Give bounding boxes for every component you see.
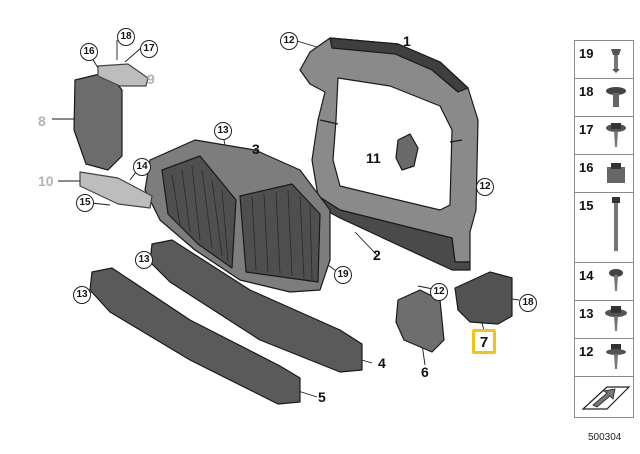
callout-c12c: 12 xyxy=(430,283,448,301)
legend-label: 16 xyxy=(579,160,594,175)
callout-c3: 3 xyxy=(252,141,260,157)
callout-c8: 8 xyxy=(38,113,46,129)
collar-bolt-icon xyxy=(606,344,626,369)
bracket-10 xyxy=(79,171,153,209)
legend-label: 19 xyxy=(579,46,594,61)
callout-c15: 15 xyxy=(76,194,94,212)
callout-c11: 11 xyxy=(366,150,381,166)
washer-screw-icon xyxy=(606,123,626,147)
legend-label: 18 xyxy=(579,84,594,99)
air-flap-grille xyxy=(144,139,331,293)
bracket-9 xyxy=(97,63,149,87)
callout-c18b: 18 xyxy=(117,28,135,46)
legend-cell-16: 16 xyxy=(574,154,634,193)
side-air-duct-8 xyxy=(73,71,123,171)
callout-c6: 6 xyxy=(421,364,429,380)
long-bolt-icon xyxy=(612,197,620,251)
legend-label: 12 xyxy=(579,344,594,359)
callout-c5: 5 xyxy=(318,389,326,405)
legend-label: 14 xyxy=(579,268,594,283)
legend-label: 15 xyxy=(579,198,594,213)
legend-label: 13 xyxy=(579,306,594,321)
callout-c17: 17 xyxy=(140,40,158,58)
sheet-arrow-icon xyxy=(581,386,631,410)
legend-label: 17 xyxy=(579,122,594,137)
collar-screw-icon xyxy=(605,306,627,331)
callout-c13a: 13 xyxy=(214,122,232,140)
callout-c1: 1 xyxy=(403,33,411,49)
legend-cell-14: 14 xyxy=(574,262,634,301)
legend-cell-17: 17 xyxy=(574,116,634,155)
callout-c16: 16 xyxy=(80,43,98,61)
callout-c12b: 12 xyxy=(476,178,494,196)
expanding-rivet-icon xyxy=(606,87,626,107)
legend-cell-18: 18 xyxy=(574,78,634,117)
air-deflector-4 xyxy=(149,239,363,373)
radiator-support-frame xyxy=(299,37,479,271)
callout-c14: 14 xyxy=(133,158,151,176)
legend-cell-15: 15 xyxy=(574,192,634,263)
air-deflector-5 xyxy=(89,267,301,405)
air-duct-7 xyxy=(454,271,513,325)
short-screw-icon xyxy=(609,269,623,291)
plastic-clip-icon xyxy=(611,49,621,73)
air-duct-6 xyxy=(395,289,445,353)
callout-c7: 7 xyxy=(472,329,496,354)
legend-cell-12: 12 xyxy=(574,338,634,377)
callout-c9: 9 xyxy=(147,71,155,87)
callout-c4: 4 xyxy=(378,355,386,371)
legend-cell-19: 19 xyxy=(574,40,634,79)
clip-nut-icon xyxy=(607,163,625,183)
reference-number: 500304 xyxy=(588,432,622,443)
legend-cell-13: 13 xyxy=(574,300,634,339)
callout-c10: 10 xyxy=(38,173,54,189)
callout-c2: 2 xyxy=(373,247,381,263)
bracket-11 xyxy=(395,133,419,171)
legend-symbol-cell xyxy=(574,376,634,418)
callout-label: 7 xyxy=(479,334,489,351)
callout-c12a: 12 xyxy=(280,32,298,50)
callout-c13b: 13 xyxy=(135,251,153,269)
callout-c13c: 13 xyxy=(73,286,91,304)
callout-c18a: 18 xyxy=(519,294,537,312)
callout-c19: 19 xyxy=(334,266,352,284)
